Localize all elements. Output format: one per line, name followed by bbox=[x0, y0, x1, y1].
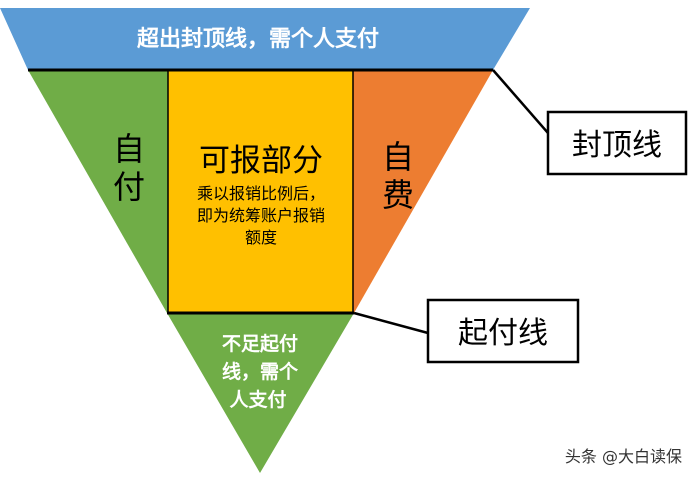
bottom-text-line-2: 线，需个 bbox=[222, 360, 299, 383]
left-section bbox=[28, 70, 168, 313]
bottom-section bbox=[167, 313, 354, 473]
center-desc-line-2: 即为统筹账户报销 bbox=[197, 206, 325, 225]
cap-callout-connector bbox=[492, 69, 549, 134]
start-callout-box bbox=[426, 298, 580, 364]
right-label-char-1: 自 bbox=[382, 138, 414, 176]
left-label-char-2: 付 bbox=[113, 168, 145, 206]
bottom-text-line-3: 人支付 bbox=[229, 388, 286, 411]
watermark-text: 头条 @大白读保 bbox=[565, 447, 682, 466]
start-callout-connector bbox=[353, 311, 429, 335]
center-section bbox=[168, 70, 353, 313]
top-band bbox=[0, 8, 530, 70]
top-band-text: 超出封顶线，需个人支付 bbox=[137, 26, 379, 52]
center-desc-line-1: 乘以报销比例后， bbox=[197, 184, 325, 203]
right-section bbox=[353, 70, 493, 313]
bottom-text-line-1: 不足起付 bbox=[222, 332, 298, 355]
start-callout-label: 起付线 bbox=[458, 316, 548, 351]
right-label-char-2: 费 bbox=[382, 176, 414, 214]
center-desc-line-3: 额度 bbox=[245, 228, 277, 247]
cap-callout-box bbox=[546, 110, 688, 176]
cap-callout-label: 封顶线 bbox=[572, 128, 662, 163]
left-label-char-1: 自 bbox=[113, 130, 145, 168]
center-title: 可报部分 bbox=[199, 143, 323, 179]
